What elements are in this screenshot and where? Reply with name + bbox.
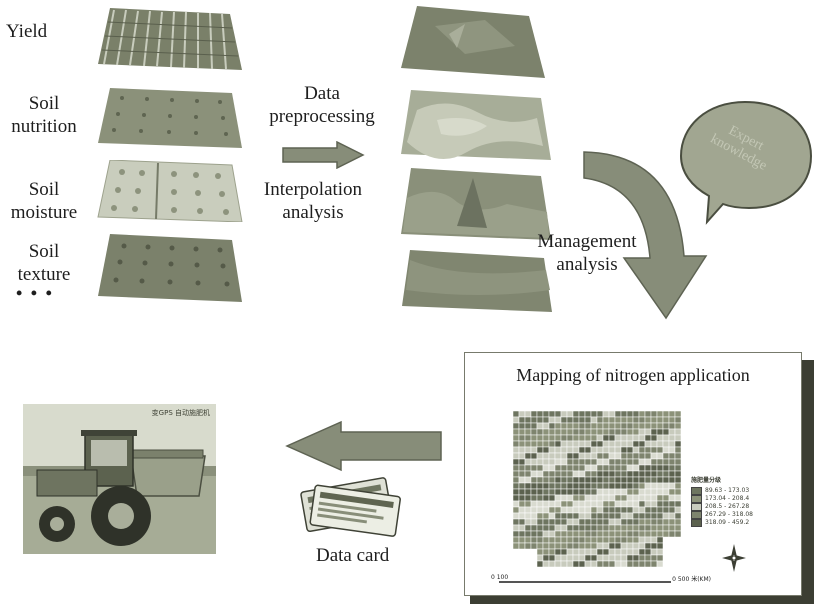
legend-item-2: 173.04 - 208.4: [691, 495, 791, 503]
legend-text-5: 318.09 - 459.2: [705, 519, 750, 526]
data-preprocessing-line1: Data: [304, 83, 340, 104]
interpolation-line1: Interpolation: [263, 179, 363, 200]
data-card-image: [300, 477, 401, 537]
scale-bar-line: [499, 581, 671, 583]
interpolation-analysis-label: Interpolation analysis: [248, 178, 378, 224]
soil-moisture-line2: moisture: [10, 202, 78, 223]
legend-swatch-3: [691, 503, 702, 511]
soil-moisture-line1: Soil: [28, 179, 60, 200]
interpolated-nutrition-map: [401, 90, 551, 160]
legend-swatch-1: [691, 487, 702, 495]
nitrogen-map-panel: Mapping of nitrogen application 施肥量分级 89…: [464, 352, 802, 596]
legend-item-3: 208.5 - 267.28: [691, 503, 791, 511]
management-curved-arrow: [583, 151, 708, 320]
interpolated-moisture-map: [401, 168, 551, 240]
management-line2: analysis: [556, 254, 618, 275]
soil-texture-line1: Soil: [28, 241, 60, 262]
tractor-caption: 变GPS 自动施肥机: [151, 409, 210, 417]
management-line1: Management: [537, 231, 637, 252]
legend-title: 施肥量分级: [691, 477, 722, 484]
soil-nutrition-line1: Soil: [28, 93, 60, 114]
data-preprocessing-line2: preprocessing: [269, 106, 375, 127]
legend-swatch-5: [691, 519, 702, 527]
soil-moisture-layer-image: [97, 160, 243, 222]
more-layers-dots: • • •: [16, 283, 54, 303]
legend-swatch-4: [691, 511, 702, 519]
legend-item-1: 89.63 - 173.03: [691, 487, 791, 495]
interpolated-texture-map: [402, 250, 552, 312]
return-arrow: [285, 420, 442, 472]
process-arrow: [282, 141, 365, 169]
tractor-photo: 变GPS 自动施肥机: [23, 404, 216, 554]
legend-text-3: 208.5 - 267.28: [705, 503, 750, 510]
expert-knowledge-bubble: [679, 100, 813, 225]
legend-text-1: 89.63 - 173.03: [705, 487, 750, 494]
legend-swatch-2: [691, 495, 702, 503]
yield-label: Yield: [6, 21, 48, 42]
data-card-label: Data card: [316, 545, 390, 566]
scale-right-label: 0 500 米(KM): [672, 576, 711, 583]
interpolated-yield-map: [401, 6, 545, 78]
soil-nutrition-label: Soil nutrition: [4, 92, 84, 138]
nitrogen-grid-map: [513, 411, 681, 568]
yield-layer-image: [98, 8, 242, 70]
interpolation-line2: analysis: [282, 202, 344, 223]
north-compass-icon: [722, 544, 746, 572]
soil-moisture-label: Soil moisture: [4, 178, 84, 224]
legend-item-4: 267.29 - 318.08: [691, 511, 791, 519]
soil-texture-line2: texture: [17, 264, 71, 285]
data-preprocessing-label: Data preprocessing: [268, 82, 376, 128]
scale-bar: 0 100 0 500 米(KM): [491, 574, 711, 587]
soil-texture-label: Soil texture: [4, 240, 84, 286]
tractor-illustration: [23, 404, 216, 554]
map-legend: 施肥量分级 89.63 - 173.03 173.04 - 208.4 208.…: [691, 477, 791, 527]
legend-text-2: 173.04 - 208.4: [705, 495, 750, 502]
soil-texture-layer-image: [98, 234, 242, 302]
soil-nutrition-layer-image: [98, 88, 242, 148]
legend-item-5: 318.09 - 459.2: [691, 519, 791, 527]
scale-left-label: 0 100: [491, 574, 509, 581]
management-analysis-label: Management analysis: [524, 230, 650, 276]
nitrogen-map-title: Mapping of nitrogen application: [516, 365, 750, 385]
soil-nutrition-line2: nutrition: [11, 116, 77, 137]
legend-text-4: 267.29 - 318.08: [705, 511, 753, 518]
